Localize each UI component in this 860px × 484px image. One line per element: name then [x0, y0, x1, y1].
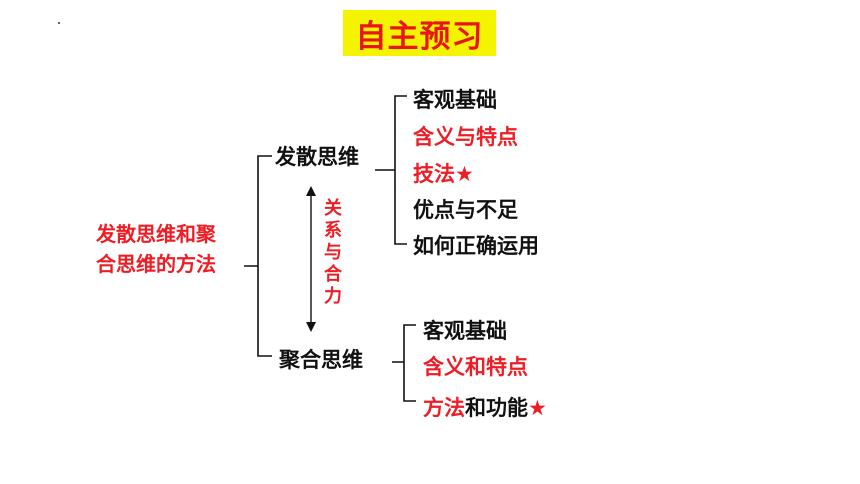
divergent-item-pros-cons: 优点与不足 [413, 198, 518, 222]
divergent-item-usage: 如何正确运用 [413, 234, 539, 258]
root-label-line2: 合思维的方法 [96, 252, 216, 276]
root-label-line1: 发散思维和聚 [96, 222, 216, 246]
relation-char: 力 [324, 286, 342, 307]
convergent-item-objective-basis: 客观基础 [423, 319, 507, 343]
relation-char: 与 [324, 242, 342, 263]
divergent-item-objective-basis: 客观基础 [413, 88, 497, 112]
divergent-item-techniques: 技法★ [413, 161, 474, 187]
star-icon: ★ [528, 396, 547, 420]
star-icon: ★ [455, 162, 474, 186]
relation-char: 关 [324, 198, 342, 219]
divergent-item-meaning: 含义与特点 [413, 125, 518, 149]
relation-label: 关 系 与 合 力 [322, 198, 344, 308]
convergent-bracket [392, 324, 416, 402]
convergent-item-methods: 方法和功能★ [423, 395, 547, 421]
convergent-label: 聚合思维 [279, 348, 363, 372]
convergent-item-meaning: 含义和特点 [423, 355, 528, 379]
root-bracket [244, 155, 272, 357]
techniques-text: 技法 [413, 162, 455, 186]
relation-char: 系 [324, 220, 342, 241]
methods-black-text: 和功能 [465, 396, 528, 420]
relation-arrow-up [306, 186, 316, 196]
divergent-label: 发散思维 [275, 145, 359, 169]
decorative-dot [58, 22, 60, 24]
page-title: 自主预习 [343, 10, 496, 56]
divergent-bracket [375, 95, 407, 245]
relation-arrow-down [306, 322, 316, 332]
methods-red-text: 方法 [423, 396, 465, 420]
relation-char: 合 [324, 264, 342, 285]
